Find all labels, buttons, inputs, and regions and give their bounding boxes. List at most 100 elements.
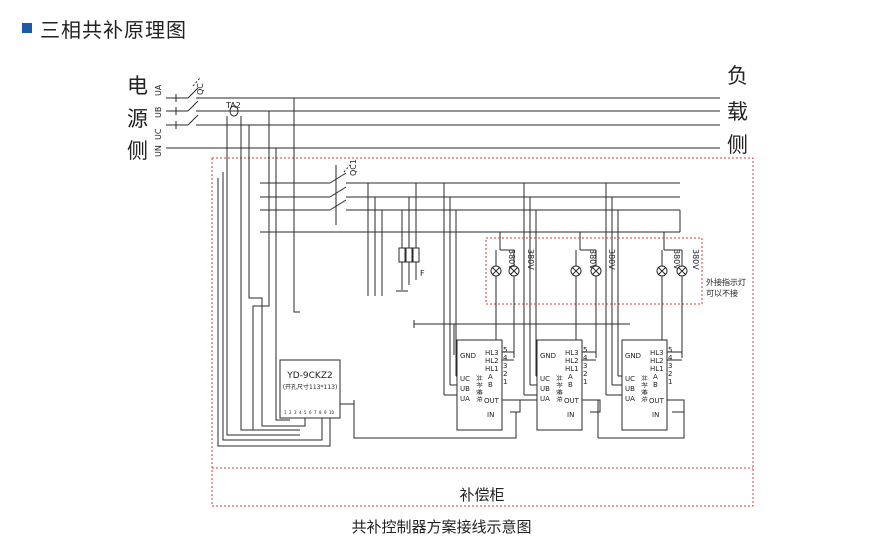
controller-terminal-number: 5 (304, 410, 307, 415)
module-pin-gnd: GND (460, 352, 476, 360)
module-pin-gnd: GND (625, 352, 641, 360)
section-title: 三相共补原理图 (40, 17, 187, 42)
branch-breaker-label: QC1 (349, 159, 358, 176)
module-terminal-number: 2 (583, 370, 587, 378)
module-name-char: 补 (640, 382, 648, 388)
controller-wiring (217, 98, 331, 447)
indicator-box (485, 237, 703, 305)
indicator-note-line-2: 可以不接 (706, 288, 738, 298)
module-pin-uc: UC (625, 375, 635, 383)
compensation-module-2: GND UC UB UA HL3 HL2 HL1 A B OUT IN 5 4 … (536, 339, 588, 431)
module-name-char: 模 (555, 389, 563, 395)
module-pin-in: IN (487, 411, 494, 419)
module-terminal-number: 2 (668, 370, 672, 378)
indicator-lamp-icon (656, 265, 668, 277)
diagram-caption: 共补控制器方案接线示意图 (351, 518, 532, 536)
module-pin-ua: UA (540, 395, 550, 403)
controller-yd-9ckz2: YD-9CKZ2 (开孔尺寸113*113) 1 2 3 4 5 6 7 8 9… (279, 359, 341, 419)
controller-terminals: 1 2 3 4 5 6 7 8 9 10 (284, 410, 335, 415)
module-name-char: 块 (475, 396, 483, 402)
module-pin-gnd: GND (540, 352, 556, 360)
indicator-lamp-icon (590, 265, 602, 277)
module-pin-hl2: HL2 (650, 357, 664, 365)
lamp-voltage-label: 380V (588, 249, 597, 270)
cabinet-border (211, 157, 754, 507)
compensation-module-3: GND UC UB UA HL3 HL2 HL1 A B OUT IN 5 4 … (621, 339, 673, 431)
controller-terminal-number: 2 (289, 410, 292, 415)
module-pin-in: IN (567, 411, 574, 419)
module-terminal-number: 5 (503, 346, 507, 354)
module-terminal-number: 4 (583, 354, 588, 362)
controller-terminal-number: 4 (299, 410, 302, 415)
module-pin-hl2: HL2 (565, 357, 579, 365)
module-terminal-number: 2 (503, 370, 507, 378)
module-pin-ub: UB (460, 385, 470, 393)
source-label-char-3: 侧 (127, 139, 148, 163)
module-terminal-number: 4 (668, 354, 673, 362)
indicator-note: 外接指示灯 可以不接 (706, 277, 746, 298)
controller-terminal-number: 6 (309, 410, 312, 415)
module-pin-hl2: HL2 (485, 357, 499, 365)
lamp-voltage-label: 380V (691, 249, 700, 270)
module-pin-b: B (653, 381, 658, 389)
module-name-char: 块 (555, 396, 563, 402)
fuse-group (396, 183, 420, 292)
module-name-char: 模 (475, 389, 483, 395)
load-label-char-3: 侧 (727, 133, 748, 157)
module-pin-hl1: HL1 (650, 365, 664, 373)
source-label-char-2: 源 (127, 107, 148, 131)
compensation-module-1: GND UC UB UA HL3 HL2 HL1 A B OUT IN 5 4 … (456, 339, 508, 431)
main-breaker-label: QC (196, 83, 205, 95)
controller-model: YD-9CKZ2 (286, 371, 332, 381)
module-pin-ub: UB (540, 385, 550, 393)
module-pin-out: OUT (484, 397, 500, 405)
module-terminal-number: 1 (668, 378, 672, 386)
source-side-label: 电 源 侧 (127, 74, 148, 163)
lamp-voltage-label: 380V (526, 249, 535, 270)
module-pin-uc: UC (460, 375, 470, 383)
module-pin-hl1: HL1 (485, 365, 499, 373)
lamp-voltage-label: 380V (507, 249, 516, 270)
section-header: 三相共补原理图 (22, 14, 187, 42)
main-bus (166, 77, 720, 149)
module-pin-ua: UA (460, 395, 470, 403)
module-pin-out: OUT (649, 397, 665, 405)
bullet-square-icon (22, 23, 32, 33)
module-terminal-number: 4 (503, 354, 508, 362)
load-label-char-2: 载 (727, 100, 748, 124)
controller-cutout: (开孔尺寸113*113) (283, 383, 338, 391)
controller-terminal-number: 9 (324, 410, 327, 415)
module-name-char: 共 (555, 375, 563, 381)
module-pin-b: B (568, 381, 573, 389)
load-side-label: 负 载 侧 (727, 64, 748, 157)
module-terminal-number: 1 (583, 378, 587, 386)
module-name-char: 共 (640, 375, 648, 381)
fuse-label: F (420, 269, 425, 278)
controller-terminal-number: 8 (319, 410, 322, 415)
lamp-voltage-label: 380V (607, 249, 616, 270)
module-pin-in: IN (652, 411, 659, 419)
controller-terminal-number: 10 (329, 410, 335, 415)
module-pin-hl3: HL3 (485, 349, 499, 357)
module-pin-uc: UC (540, 375, 550, 383)
module-name-char: 补 (555, 382, 563, 388)
module-pin-hl1: HL1 (565, 365, 579, 373)
module-pin-hl3: HL3 (650, 349, 664, 357)
module-pin-out: OUT (564, 397, 580, 405)
module-name-char: 补 (475, 382, 483, 388)
phase-label-ub: UB (154, 107, 163, 118)
indicator-lamps: 380V 380V 380V 380V 380V 380V (490, 249, 700, 358)
indicator-lamp-icon (570, 265, 582, 277)
module-name-char: 块 (640, 396, 648, 402)
phase-label-ua: UA (154, 84, 163, 96)
module-pin-ub: UB (625, 385, 635, 393)
module-terminal-number: 5 (583, 346, 587, 354)
phase-label-un: UN (154, 145, 163, 157)
module-input-wiring (444, 351, 682, 396)
ct-label: TA2 (225, 101, 241, 110)
module-pin-ua: UA (625, 395, 635, 403)
module-name-char: 模 (640, 389, 648, 395)
module-terminal-number: 3 (583, 362, 587, 370)
module-terminal-number: 5 (668, 346, 672, 354)
